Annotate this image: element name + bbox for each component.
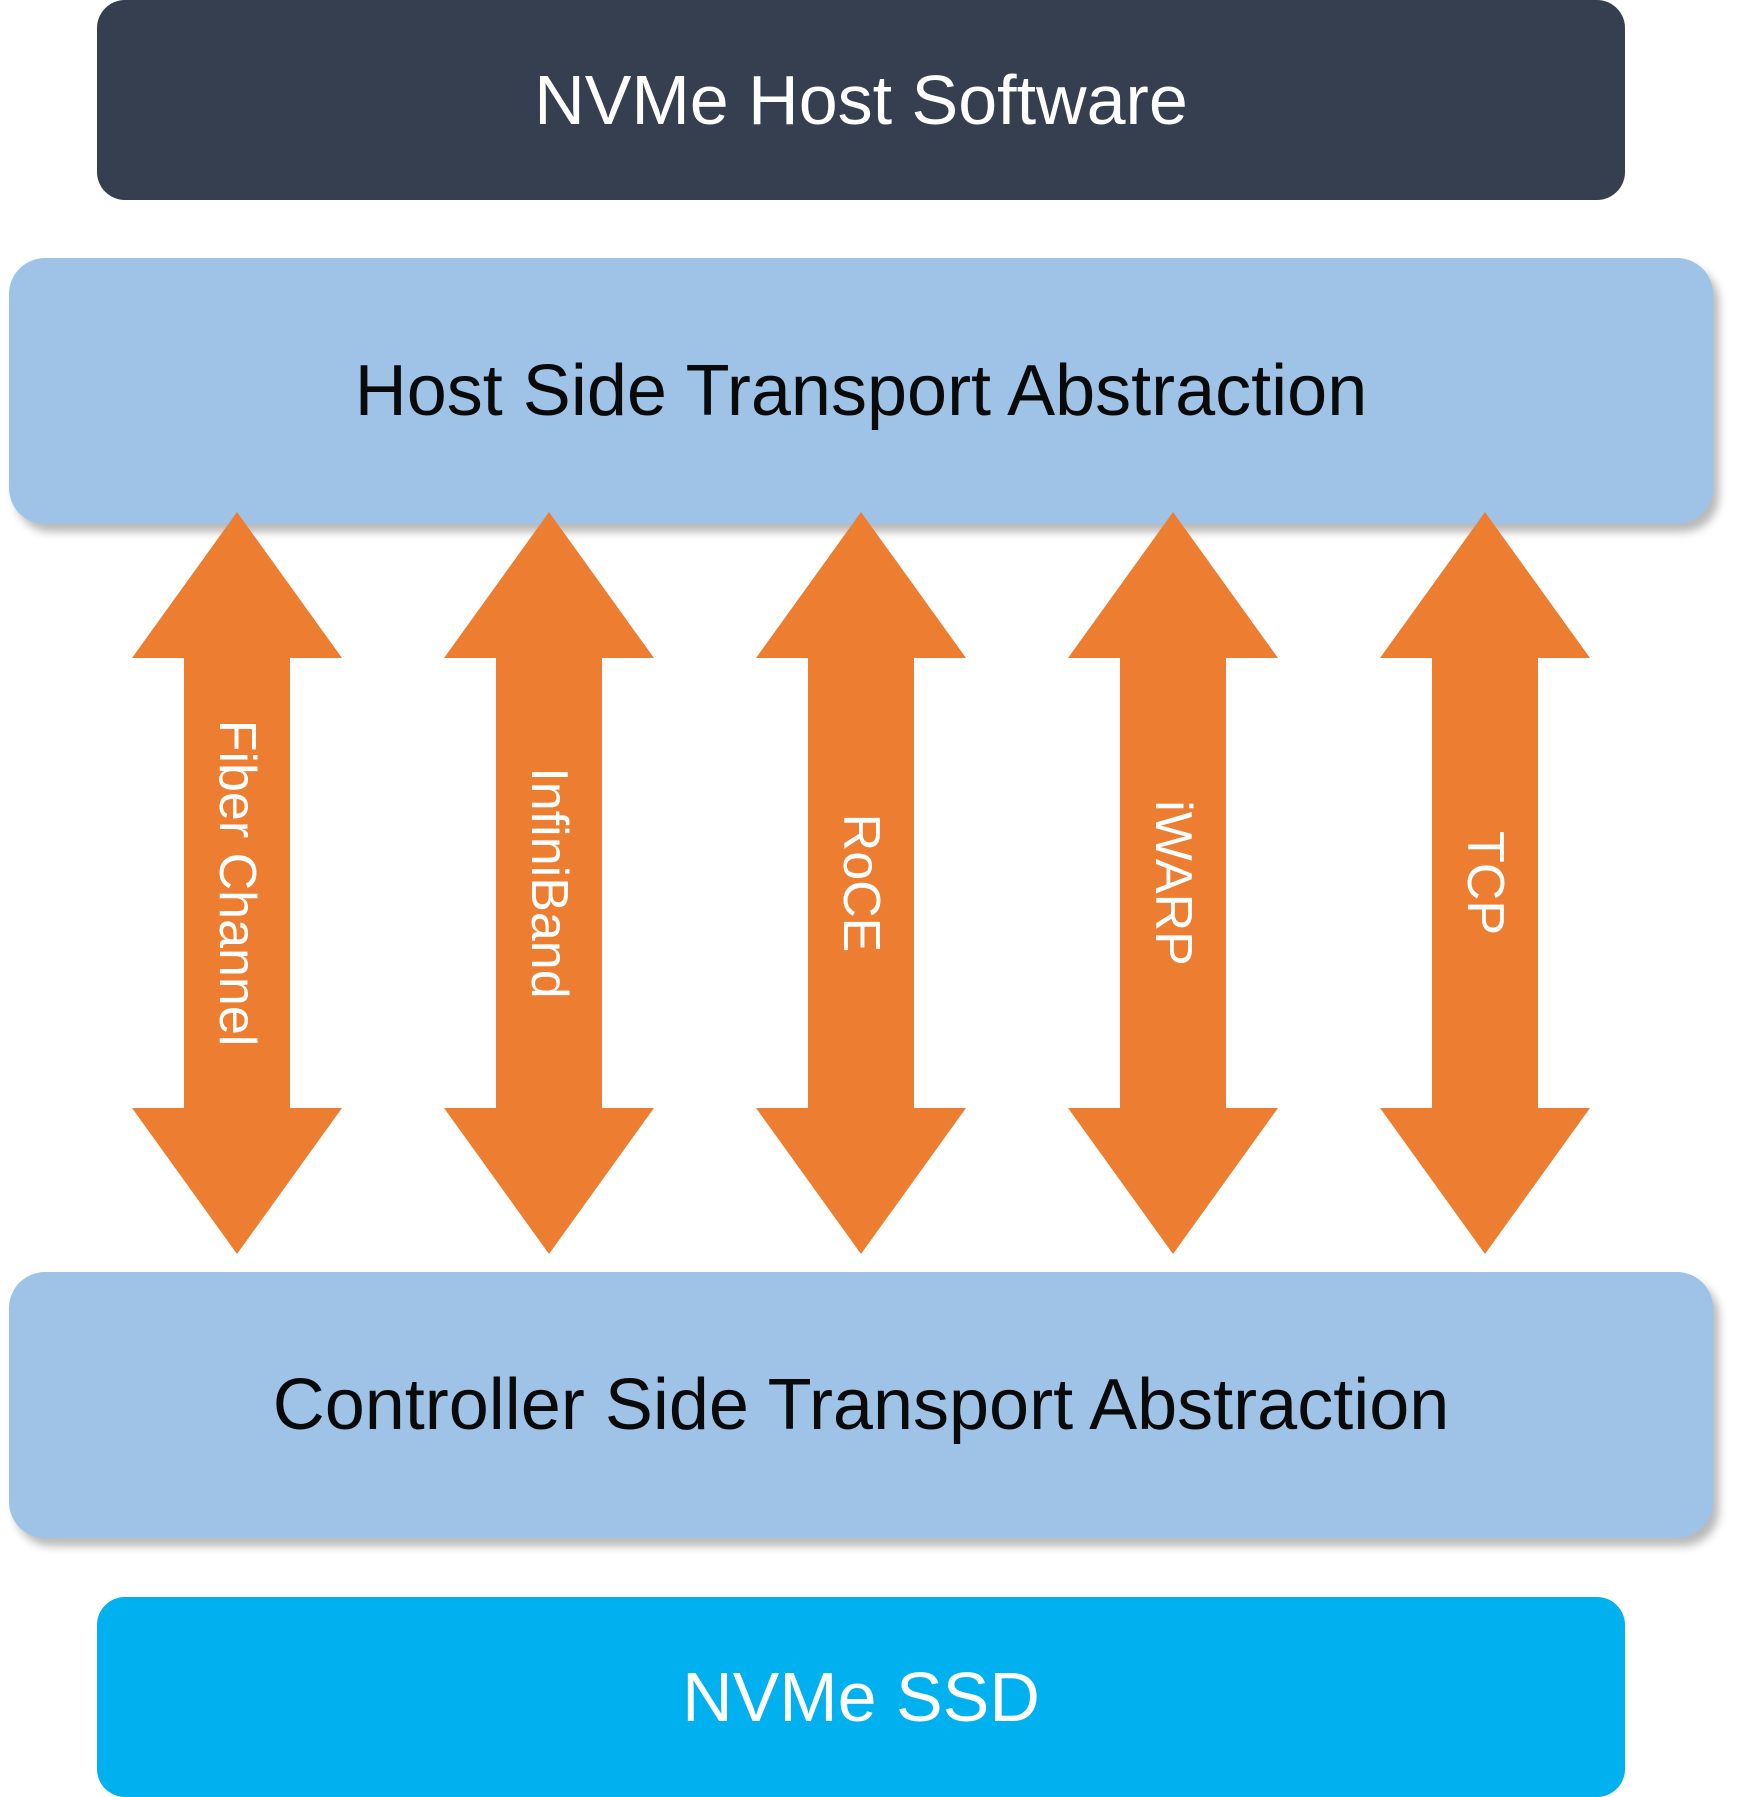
- nvme-ssd-layer: NVMe SSD: [97, 1597, 1625, 1797]
- host-software-layer: NVMe Host Software: [97, 0, 1625, 200]
- double-arrow-icon: [1380, 512, 1590, 1254]
- transport-label-roce: RoCE: [832, 814, 890, 953]
- transport-arrow-roce: RoCE: [756, 512, 966, 1254]
- transport-arrow-infiniband: InfiniBand: [444, 512, 654, 1254]
- double-arrow-icon: [1068, 512, 1278, 1254]
- transport-arrow-tcp: TCP: [1380, 512, 1590, 1254]
- transport-label-iwarp: iWARP: [1144, 800, 1202, 966]
- host-side-transport-abstraction-layer: Host Side Transport Abstraction: [9, 258, 1713, 524]
- double-arrow-icon: [444, 512, 654, 1254]
- controller-side-transport-abstraction-layer: Controller Side Transport Abstraction: [9, 1272, 1713, 1538]
- transport-arrow-fiber-channel: Fiber Channel: [132, 512, 342, 1254]
- transport-label-tcp: TCP: [1456, 831, 1514, 935]
- transport-label-fiber-channel: Fiber Channel: [208, 720, 266, 1047]
- transport-label-infiniband: InfiniBand: [520, 767, 578, 998]
- double-arrow-icon: [132, 512, 342, 1254]
- double-arrow-icon: [756, 512, 966, 1254]
- transport-arrow-iwarp: iWARP: [1068, 512, 1278, 1254]
